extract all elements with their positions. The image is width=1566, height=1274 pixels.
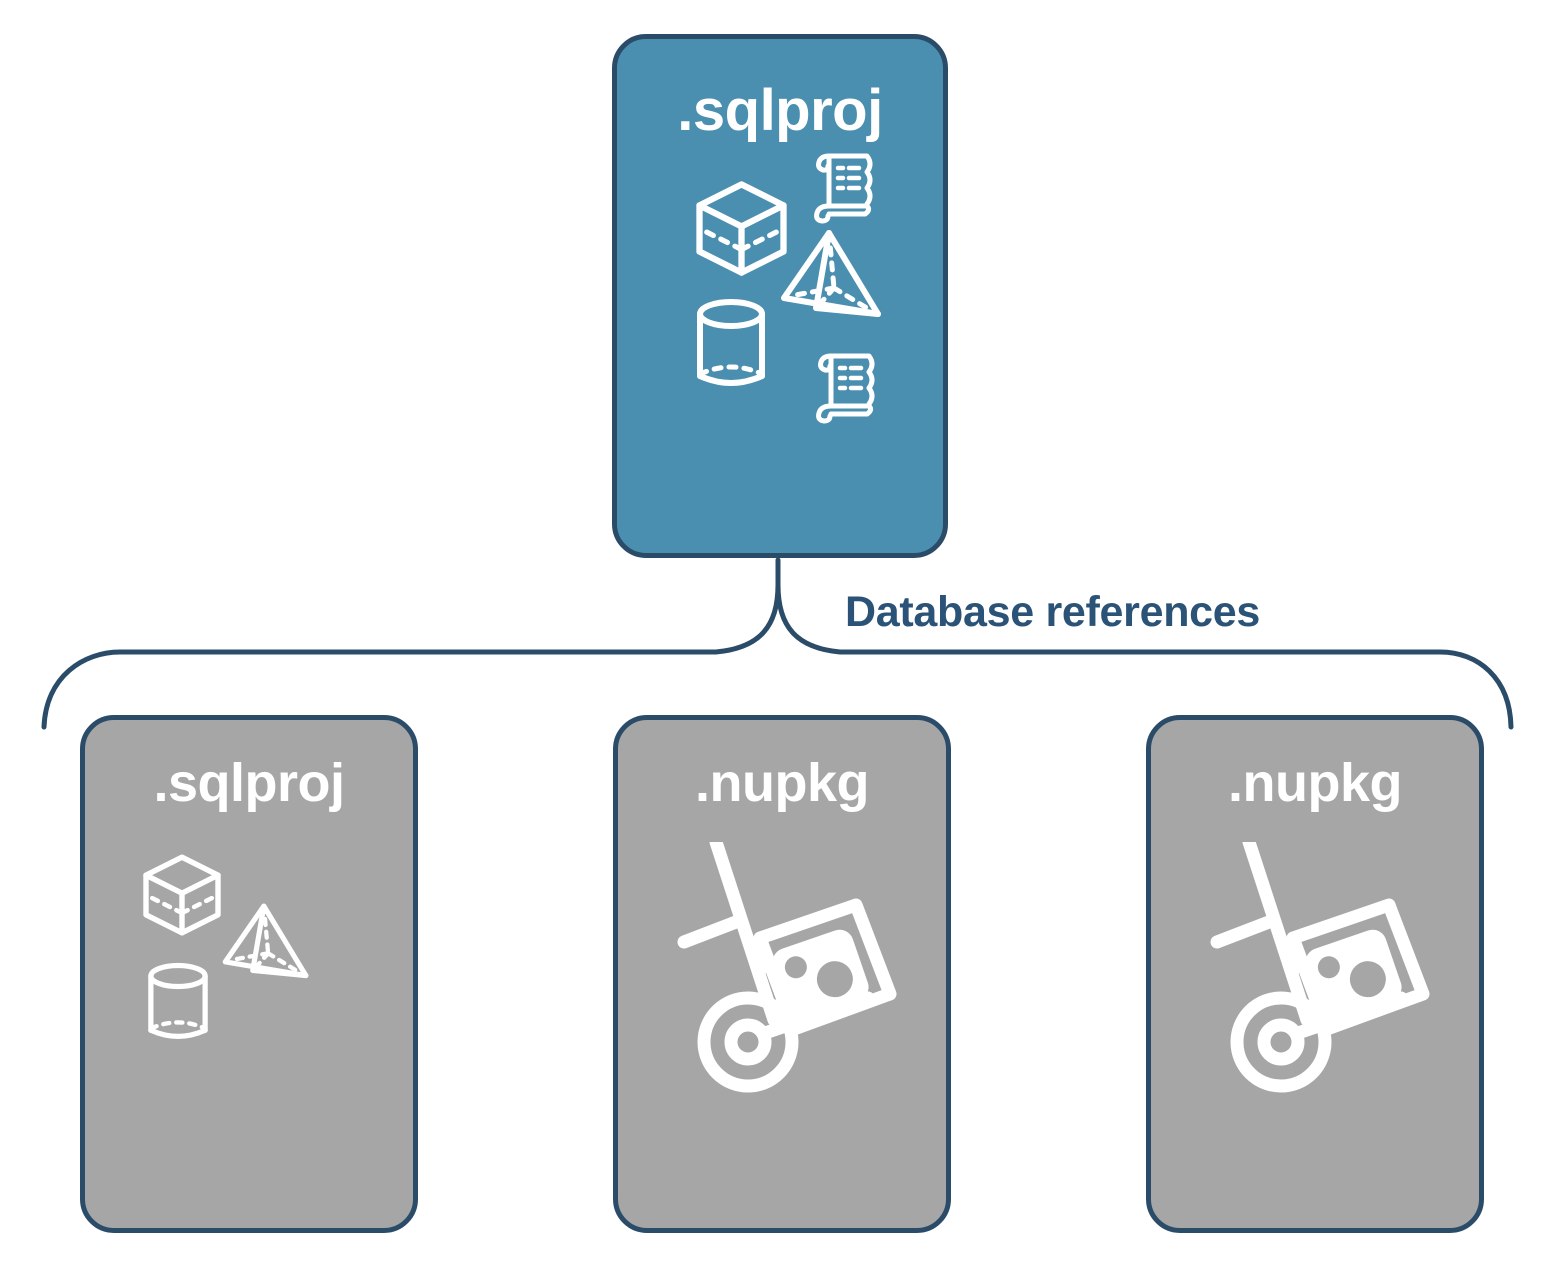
node-title-sqlproj-reference: .sqlproj bbox=[153, 753, 345, 813]
pyramid-icon bbox=[781, 230, 881, 317]
node-sqlproj-root[interactable]: .sqlproj bbox=[612, 34, 948, 558]
cylinder-icon bbox=[697, 299, 765, 386]
scroll-icon bbox=[816, 353, 875, 424]
hand-truck-package-icon bbox=[1210, 842, 1430, 1093]
nupkg-second-icon-group bbox=[1151, 814, 1479, 1228]
sqlproj-reference-icon-group bbox=[85, 814, 413, 1228]
cube-icon bbox=[143, 854, 221, 936]
cylinder-icon bbox=[148, 962, 208, 1039]
hand-truck-package-icon bbox=[677, 842, 897, 1093]
node-nupkg-first[interactable]: .nupkg bbox=[613, 715, 951, 1233]
node-title-nupkg-second: .nupkg bbox=[1228, 753, 1402, 813]
pyramid-icon bbox=[222, 903, 309, 979]
scroll-icon bbox=[814, 153, 873, 224]
root-icon-group bbox=[617, 144, 943, 553]
node-sqlproj-reference[interactable]: .sqlproj bbox=[80, 715, 418, 1233]
connector-label-database-references: Database references bbox=[845, 588, 1260, 636]
node-nupkg-second[interactable]: .nupkg bbox=[1146, 715, 1484, 1233]
cube-icon bbox=[696, 181, 787, 276]
nupkg-first-icon-group bbox=[618, 814, 946, 1228]
node-title-nupkg-first: .nupkg bbox=[695, 753, 869, 813]
node-title-sqlproj-root: .sqlproj bbox=[677, 78, 883, 143]
